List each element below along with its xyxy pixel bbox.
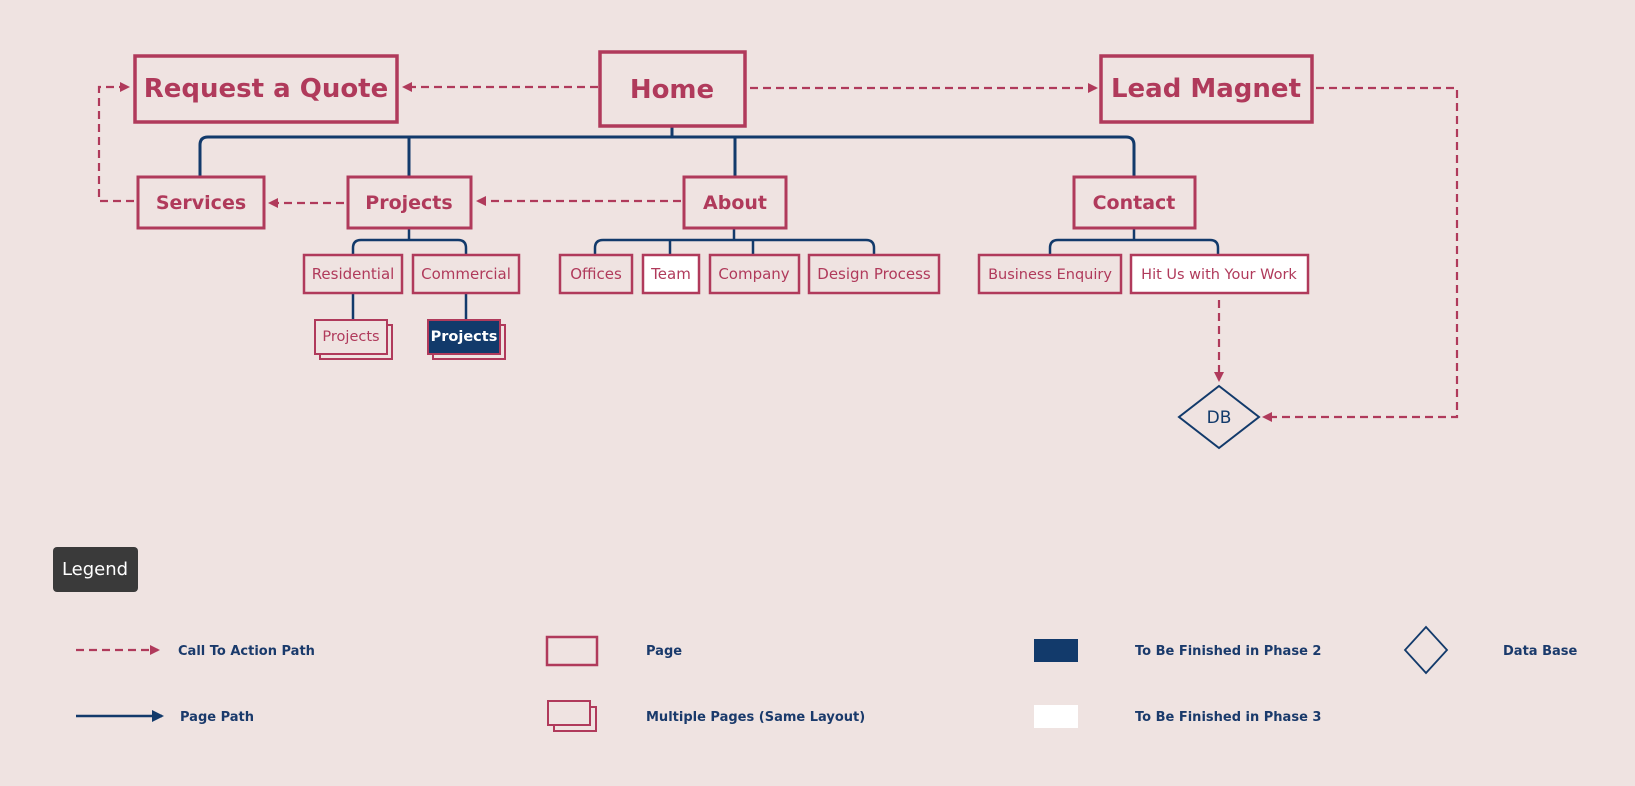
node-design-process[interactable]: Design Process: [807, 253, 941, 295]
node-residential-label: Residential: [312, 265, 395, 283]
legend-page: Page: [545, 635, 682, 667]
node-home[interactable]: Home: [598, 50, 747, 128]
node-services-label: Services: [156, 192, 246, 214]
node-request-quote-label: Request a Quote: [144, 74, 389, 104]
legend-badge: Legend: [53, 547, 138, 592]
node-home-label: Home: [630, 75, 714, 105]
node-services[interactable]: Services: [136, 175, 266, 230]
legend-phase3-swatch: [1034, 705, 1078, 728]
leadmagnet-to-db-arrow: [1262, 86, 1459, 422]
node-offices[interactable]: Offices: [558, 253, 634, 295]
legend-multiple-pages-label: Multiple Pages (Same Layout): [646, 710, 865, 725]
legend: Legend Call To Action Path Page Path Pag…: [53, 547, 1577, 732]
legend-database-label: Data Base: [1503, 644, 1577, 659]
level1-bus-line: [198, 135, 1136, 176]
node-commercial[interactable]: Commercial: [411, 253, 521, 295]
node-team[interactable]: Team: [641, 253, 701, 295]
node-projects-label: Projects: [365, 192, 452, 214]
cta-paths: [97, 82, 1459, 422]
services-to-quote-arrow: [97, 82, 134, 203]
legend-page-label: Page: [646, 644, 682, 659]
node-hit-us-label: Hit Us with Your Work: [1141, 267, 1297, 283]
node-residential-projects[interactable]: Projects: [314, 319, 393, 360]
node-about-label: About: [703, 192, 767, 214]
node-commercial-label: Commercial: [421, 265, 511, 283]
legend-multiple-pages-icon: [547, 700, 591, 726]
node-lead-magnet[interactable]: Lead Magnet: [1099, 54, 1314, 124]
legend-database: Data Base: [1403, 625, 1577, 675]
node-offices-label: Offices: [570, 265, 622, 283]
node-business-enquiry-label: Business Enquiry: [988, 267, 1112, 283]
legend-multiple-pages: Multiple Pages (Same Layout): [547, 700, 865, 732]
legend-page-path: Page Path: [76, 710, 254, 725]
node-contact[interactable]: Contact: [1072, 175, 1197, 230]
node-company[interactable]: Company: [708, 253, 801, 295]
legend-phase3-label: To Be Finished in Phase 3: [1135, 710, 1321, 725]
node-commercial-projects[interactable]: Projects: [427, 319, 506, 360]
node-database[interactable]: DB: [1177, 384, 1261, 450]
page-path-lines: [198, 126, 1220, 320]
legend-cta-path: Call To Action Path: [76, 644, 315, 659]
node-database-label: DB: [1207, 408, 1232, 428]
node-contact-label: Contact: [1093, 192, 1176, 214]
node-team-label: Team: [650, 265, 691, 283]
legend-phase2-swatch: [1034, 639, 1078, 662]
node-lead-magnet-label: Lead Magnet: [1111, 74, 1301, 104]
legend-phase2: To Be Finished in Phase 2: [1034, 639, 1321, 662]
node-residential-projects-label: Projects: [322, 329, 379, 345]
legend-cta-label: Call To Action Path: [178, 644, 315, 659]
legend-database-icon: [1403, 625, 1449, 675]
legend-phase2-label: To Be Finished in Phase 2: [1135, 644, 1321, 659]
node-hit-us[interactable]: Hit Us with Your Work: [1129, 253, 1310, 295]
projects-children-line: [351, 228, 468, 254]
node-company-label: Company: [718, 265, 789, 283]
node-projects[interactable]: Projects: [346, 175, 473, 230]
node-residential[interactable]: Residential: [302, 253, 404, 295]
legend-title: Legend: [62, 559, 128, 580]
node-about[interactable]: About: [682, 175, 788, 230]
about-children-line: [593, 228, 876, 254]
legend-phase3: To Be Finished in Phase 3: [1034, 705, 1321, 728]
contact-children-line: [1048, 228, 1220, 254]
node-design-process-label: Design Process: [817, 265, 931, 283]
legend-page-icon: [545, 635, 599, 667]
node-request-quote[interactable]: Request a Quote: [133, 54, 399, 124]
node-business-enquiry[interactable]: Business Enquiry: [977, 253, 1123, 295]
legend-page-path-label: Page Path: [180, 710, 254, 725]
node-commercial-projects-label: Projects: [431, 329, 498, 345]
